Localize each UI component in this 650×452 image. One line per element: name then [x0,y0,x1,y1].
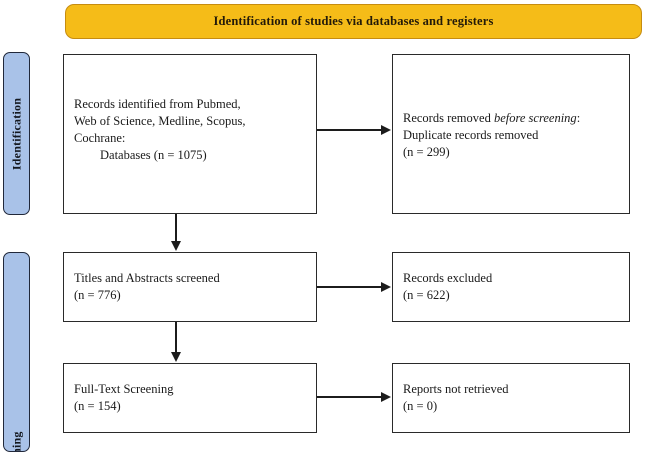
box-reports-not-retrieved: Reports not retrieved (n = 0) [392,363,630,433]
prisma-flow-diagram: Identification of studies via databases … [3,4,642,452]
reports-not-retrieved-line-1: Reports not retrieved [403,382,509,396]
records-removed-suffix: : [576,110,581,125]
fulltext-screening-line-1: Full-Text Screening [74,382,174,396]
records-removed-line-2: Duplicate records removed [403,127,539,142]
arrow-shaft [317,286,382,288]
arrow-right-fulltext-to-not-retrieved-icon [317,389,392,405]
box-fulltext-screening: Full-Text Screening (n = 154) [63,363,317,433]
stage-label-screening: Screening [3,252,30,452]
records-identified-line-1: Records identified from Pubmed, [74,97,241,111]
stage-label-identification: Identification [3,52,30,215]
titles-screened-count: (n = 776) [74,288,121,302]
box-records-excluded: Records excluded (n = 622) [392,252,630,322]
records-excluded-count: (n = 622) [403,288,450,302]
stage-label-identification-text: Identification [9,97,23,170]
reports-not-retrieved-count: (n = 0) [403,399,438,413]
arrow-head [381,392,391,402]
records-identified-line-2: Web of Science, Medline, Scopus, [74,114,246,128]
titles-screened-line-1: Titles and Abstracts screened [74,271,220,285]
arrow-down-screened-to-fulltext-icon [168,322,184,363]
arrow-head [381,125,391,135]
arrow-shaft [317,129,382,131]
arrow-down-identified-to-screened-icon [168,214,184,252]
identification-banner: Identification of studies via databases … [65,4,642,39]
arrow-shaft [175,214,177,242]
stage-label-screening-text: Screening [9,431,24,451]
arrow-right-identified-to-removed-icon [317,122,392,138]
arrow-right-screened-to-excluded-icon [317,279,392,295]
records-identified-line-3: Cochrane: [74,131,126,145]
records-identified-databases-count: Databases (n = 1075) [100,148,207,162]
arrow-head [171,241,181,251]
box-titles-abstracts-screened: Titles and Abstracts screened (n = 776) [63,252,317,322]
records-removed-count: (n = 299) [403,144,450,159]
fulltext-screening-count: (n = 154) [74,399,121,413]
records-excluded-line-1: Records excluded [403,271,493,285]
box-records-removed: Records removed before screening: Duplic… [392,54,630,214]
records-removed-emphasis: before screening [493,110,577,125]
records-removed-line-1: Records removed before screening: [403,110,619,127]
records-removed-prefix: Records removed [403,110,494,125]
arrow-shaft [175,322,177,353]
arrow-head [381,282,391,292]
box-records-identified: Records identified from Pubmed, Web of S… [63,54,317,214]
arrow-shaft [317,396,382,398]
arrow-head [171,352,181,362]
banner-title: Identification of studies via databases … [213,14,494,28]
